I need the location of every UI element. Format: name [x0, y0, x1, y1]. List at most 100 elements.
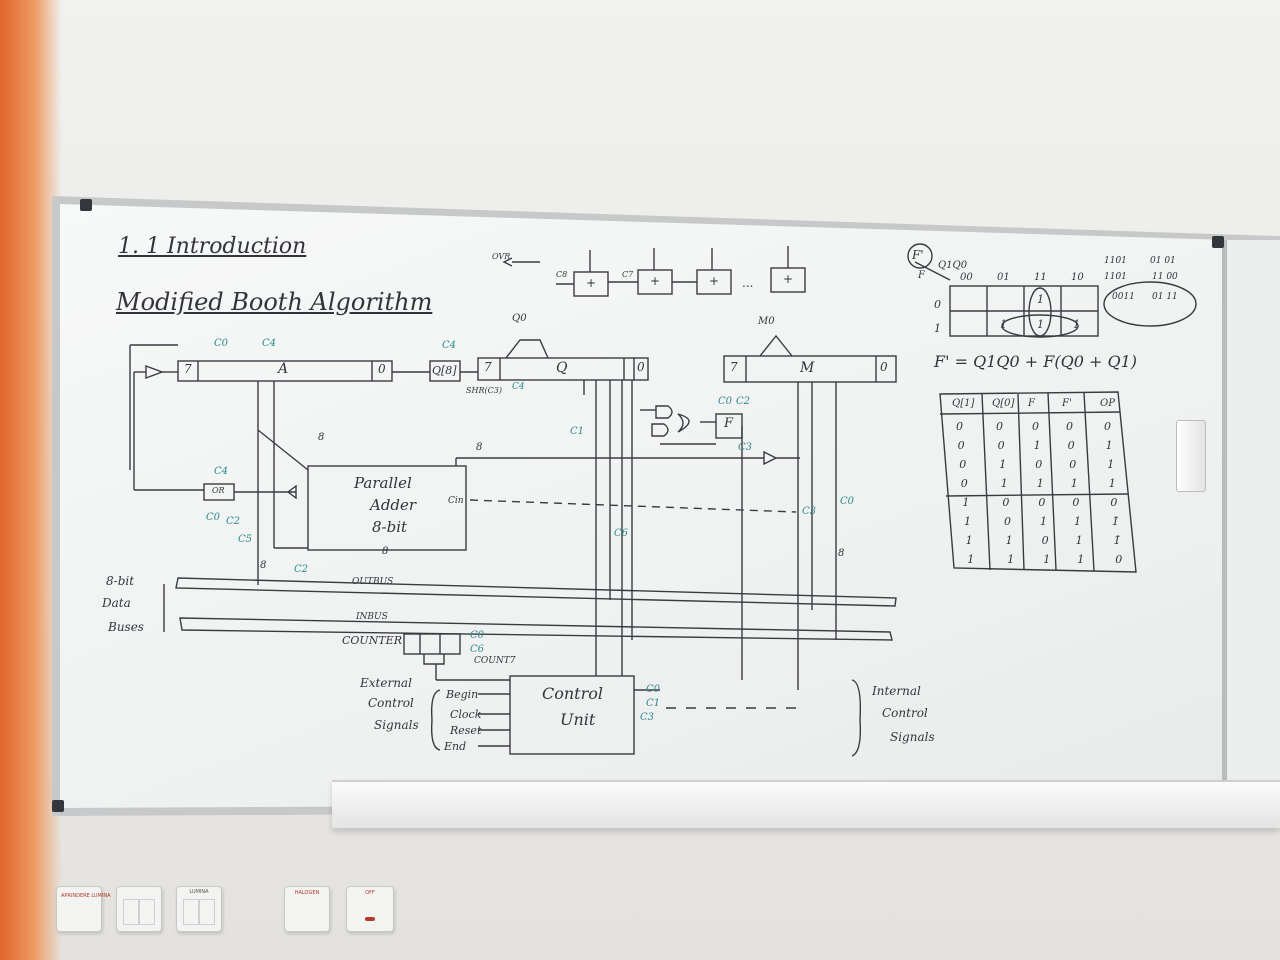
signal-c0-or: C0: [206, 512, 221, 523]
truth-table-cell: 1: [1040, 515, 1047, 528]
switch-label-3: LUMINA: [189, 889, 209, 895]
kmap-cell-1-1: 1: [1000, 318, 1007, 331]
signal-c3-cu: C3: [640, 712, 655, 723]
kmap-row-1: 1: [934, 322, 941, 335]
kmap-col-0: 00: [960, 272, 973, 283]
flipflop-f-label: F: [724, 416, 734, 431]
truth-table-cell: 1: [1107, 458, 1115, 471]
adder-plus-2: +: [650, 274, 661, 288]
light-switch-1[interactable]: APRINDERE LUMINA: [56, 886, 111, 932]
kmap-cell-1-3: 1: [1073, 318, 1080, 331]
truth-table-cell: 0: [1032, 420, 1039, 433]
outbus-label: OUTBUS: [352, 577, 394, 587]
register-q: [477, 357, 649, 381]
whiteboard-eraser[interactable]: [1176, 420, 1206, 492]
truth-table-cell: 1: [964, 515, 971, 528]
signal-shr: SHR(C3): [466, 386, 502, 395]
light-switch-4[interactable]: HALOGEN: [284, 886, 330, 932]
truth-table-cell: 1: [1036, 477, 1044, 490]
adder-plus-1: +: [586, 276, 597, 290]
inbus-label: INBUS: [356, 612, 388, 622]
bus-width-2: 8: [476, 442, 483, 453]
marker-tray: [332, 780, 1280, 828]
reg-m-lsb: 0: [880, 360, 888, 374]
switch-label-5: OFF: [365, 890, 375, 896]
binary-note-4: 11 00: [1152, 272, 1178, 282]
internal-label-1: Internal: [872, 684, 921, 698]
truth-table-cell: 1: [1033, 439, 1041, 452]
kmap-row-var: F: [918, 270, 925, 281]
light-switch-5[interactable]: OFF: [346, 886, 394, 932]
adder-label-2: Adder: [370, 496, 417, 514]
begin-signal: Begin: [446, 688, 479, 701]
truth-table-cell: 1: [967, 553, 975, 566]
board-subtitle: Modified Booth Algorithm: [116, 288, 433, 316]
control-unit: [509, 675, 635, 755]
truth-table-cell: 0: [1067, 439, 1075, 452]
truth-table-cell: 1̄: [1113, 534, 1121, 547]
signal-c2-f: C2: [736, 396, 751, 407]
internal-label-2: Control: [882, 706, 928, 720]
truth-table-cell: 1: [1005, 534, 1013, 547]
adder-cin: Cin: [448, 496, 464, 506]
adder-plus-3: +: [709, 274, 720, 288]
reg-a-msb: 7: [184, 362, 192, 376]
parallel-adder: [307, 465, 467, 551]
reg-m-label: M: [800, 360, 815, 376]
truth-table-cell: 0: [997, 439, 1005, 452]
truth-table-cell: 1: [1108, 477, 1116, 490]
light-switch-3[interactable]: LUMINA: [176, 886, 222, 932]
truth-table-cell: 1: [1000, 477, 1008, 490]
signal-c0-counter: C0: [470, 630, 485, 641]
reg-a-label: A: [278, 361, 289, 377]
truth-table-cell: 1: [1043, 553, 1051, 566]
truth-table-cell: 0: [956, 420, 963, 433]
truth-table-cell: 1: [962, 496, 970, 509]
truth-table-cell: 0: [1072, 496, 1080, 509]
truth-table-cell: 1: [1007, 553, 1015, 566]
inbus-line: [179, 617, 893, 641]
truth-table-cell: 0: [1069, 458, 1077, 471]
reset-signal: Reset: [450, 724, 482, 737]
reg-q-label: Q: [556, 360, 568, 376]
truth-table-cell: 0: [1115, 553, 1123, 566]
register-q8: [429, 360, 461, 382]
kmap-cell-0-2: 1: [1037, 293, 1044, 306]
outbus-line: [175, 577, 897, 607]
signal-c4-q: C4: [512, 382, 525, 392]
data-bus-label-3: Buses: [108, 620, 144, 634]
or-label: OR: [212, 486, 225, 495]
truth-table-cell: 0: [1002, 496, 1010, 509]
signal-c4-q8: C4: [442, 340, 457, 351]
light-switch-2[interactable]: [116, 886, 162, 932]
clock-signal: Clock: [450, 708, 482, 721]
switch-label-4: HALOGEN: [294, 890, 320, 896]
board-corner-icon: [80, 199, 92, 211]
binary-note-3: 1101: [1104, 272, 1127, 282]
signal-c2-bus: C2: [294, 564, 309, 575]
internal-label-3: Signals: [890, 730, 935, 744]
binary-note-6: 01 11: [1152, 292, 1178, 302]
signal-c3-cin: C3: [802, 506, 817, 517]
truth-table-header: F: [1028, 398, 1035, 409]
adjacent-whiteboard: [1222, 240, 1280, 800]
kmap-col-var: Q1Q0: [938, 260, 968, 271]
signal-m0: M0: [758, 316, 775, 327]
truth-table-cell: 1: [1074, 515, 1081, 528]
top-ovr: OVR: [492, 252, 511, 261]
data-bus-label-2: Data: [102, 596, 131, 610]
bus-width-4: 8: [260, 560, 267, 571]
signal-c2-or: C2: [226, 516, 241, 527]
truth-table-header: Q[1]: [952, 398, 975, 409]
adder-dots: ...: [742, 276, 754, 290]
truth-table-cell: 1: [1077, 553, 1085, 566]
external-label-2: Control: [368, 696, 414, 710]
switch-label-1: APRINDERE LUMINA: [61, 893, 111, 899]
truth-table-header: Q[0]: [992, 398, 1015, 409]
signal-c4-a: C4: [262, 338, 277, 349]
signal-c5: C5: [238, 534, 253, 545]
kmap-col-2: 11: [1034, 272, 1047, 283]
carry-c8: C8: [556, 270, 568, 279]
signal-c1: C1: [570, 426, 585, 437]
